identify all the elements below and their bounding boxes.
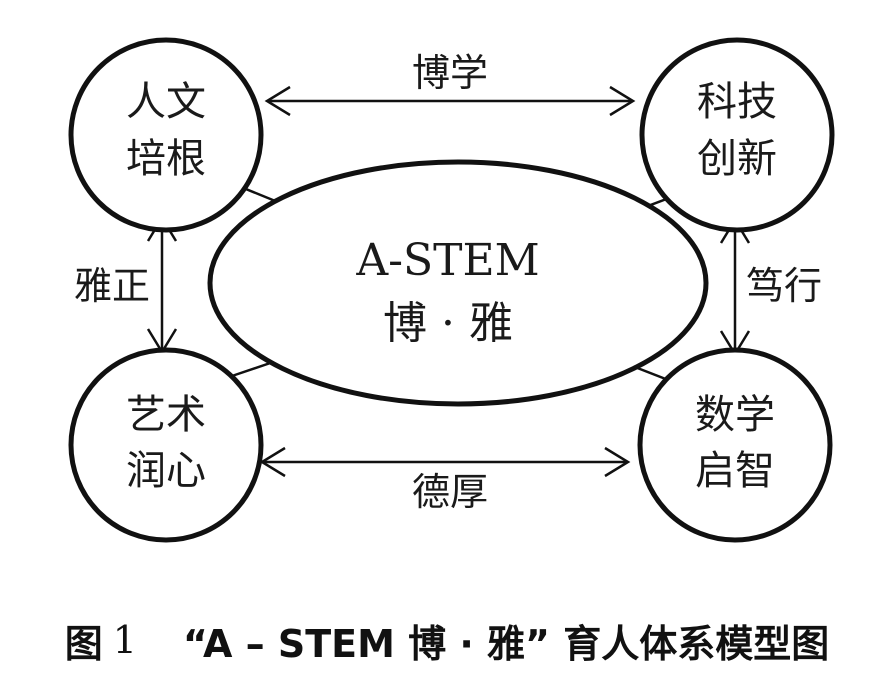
caption-label: 图 bbox=[64, 621, 103, 666]
node-top-left: 人文 培根 bbox=[68, 37, 264, 233]
node-top-left-line2: 培根 bbox=[126, 136, 206, 182]
left-double-arrow bbox=[146, 215, 178, 355]
edge-label-right: 笃行 bbox=[746, 264, 822, 308]
model-diagram: 博学 德厚 雅正 笃行 A-STEM 博 · 雅 人文 培根 科技 创新 艺术 … bbox=[68, 37, 835, 543]
edge-label-bottom: 德厚 bbox=[412, 470, 488, 514]
node-top-right-line1: 科技 bbox=[697, 79, 777, 125]
node-bottom-right-line1: 数学 bbox=[695, 392, 775, 438]
node-bottom-left: 艺术 润心 bbox=[68, 347, 264, 543]
node-top-left-line1: 人文 bbox=[126, 79, 206, 125]
caption-number: 1 bbox=[112, 618, 137, 662]
right-double-arrow bbox=[719, 217, 751, 357]
node-top-right: 科技 创新 bbox=[639, 37, 835, 233]
top-double-arrow bbox=[264, 85, 636, 117]
node-top-right-line2: 创新 bbox=[697, 136, 777, 182]
center-label-line1: A-STEM bbox=[355, 235, 539, 286]
node-bottom-left-line2: 润心 bbox=[126, 448, 206, 494]
caption-title: “A – STEM 博 · 雅” 育人体系模型图 bbox=[182, 621, 830, 666]
node-bottom-right: 数学 启智 bbox=[637, 347, 833, 543]
center-label-line2: 博 · 雅 bbox=[383, 298, 513, 349]
node-bottom-left-line1: 艺术 bbox=[126, 392, 206, 438]
center-ellipse bbox=[207, 159, 709, 407]
edge-label-top: 博学 bbox=[412, 51, 488, 95]
edge-label-left: 雅正 bbox=[74, 264, 150, 308]
node-bottom-right-line2: 启智 bbox=[695, 448, 775, 494]
